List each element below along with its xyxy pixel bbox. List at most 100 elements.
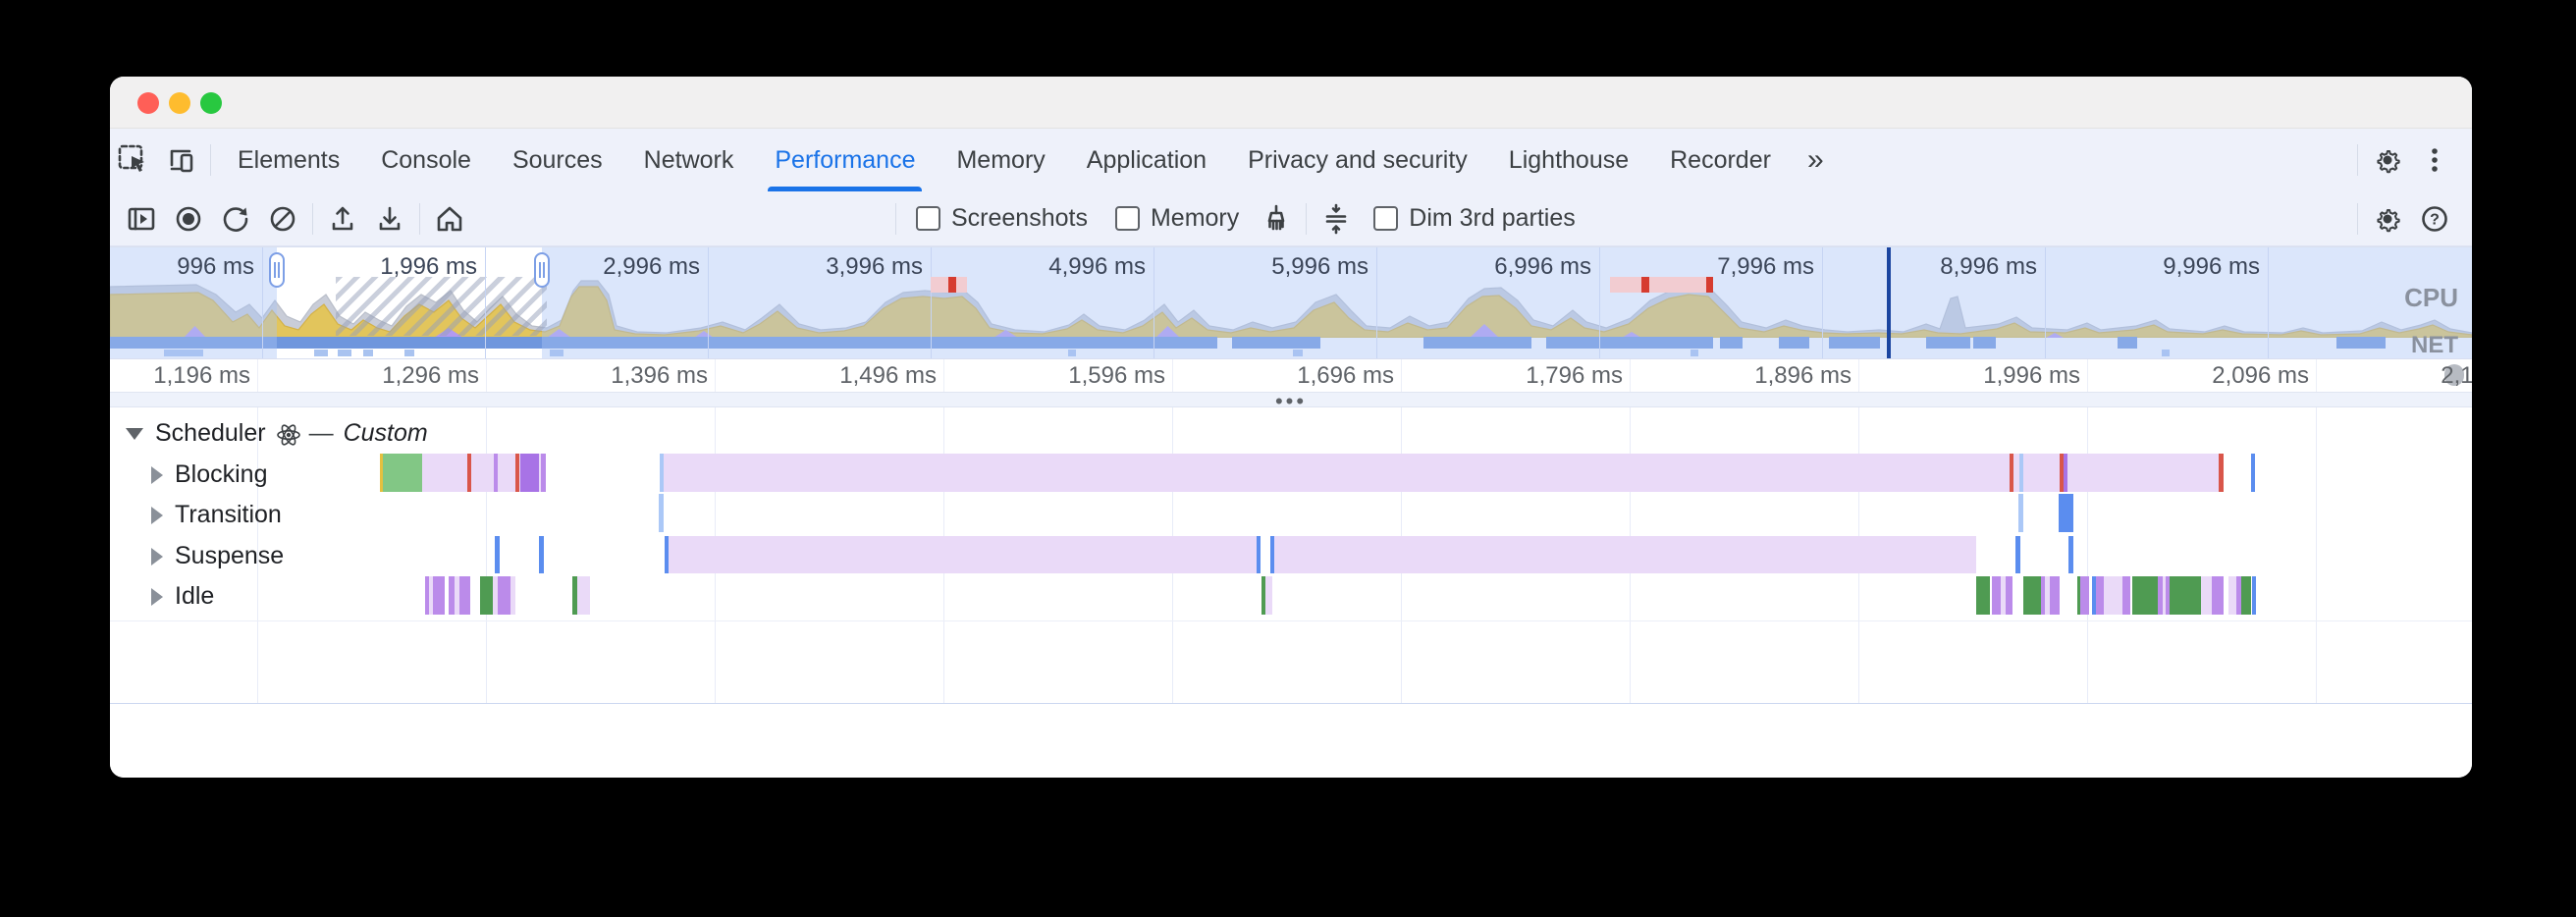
flame-event-suspense[interactable]	[664, 536, 1261, 573]
flame-event-idle[interactable]	[2241, 576, 2252, 615]
flame-event-blocking[interactable]	[2218, 454, 2224, 492]
flame-chart[interactable]: Scheduler — Custom Blocking Transition S…	[110, 407, 2472, 703]
flame-event-suspense[interactable]	[1270, 536, 1275, 573]
flame-event-suspense[interactable]	[2068, 536, 2074, 573]
flame-event-suspense[interactable]	[538, 536, 545, 573]
selection-drag-handle[interactable]	[269, 252, 285, 288]
flame-event-idle[interactable]	[2096, 576, 2105, 615]
flame-event-blocking[interactable]	[519, 454, 539, 492]
flame-event-transition[interactable]	[2058, 494, 2074, 532]
flame-event-idle[interactable]	[492, 576, 498, 615]
flame-event-idle[interactable]	[2252, 576, 2257, 615]
flame-event-idle[interactable]	[2092, 576, 2097, 615]
tab-application[interactable]: Application	[1086, 145, 1208, 174]
expand-triangle-icon[interactable]	[151, 465, 163, 484]
flame-event-blocking[interactable]	[2250, 454, 2256, 492]
flame-event-idle[interactable]	[2077, 576, 2081, 615]
collapse-triangle-icon[interactable]	[126, 427, 143, 440]
flame-event-idle[interactable]	[449, 576, 456, 615]
record-and-reload-icon[interactable]	[212, 195, 259, 243]
capture-settings-gear-icon[interactable]	[2364, 195, 2411, 243]
flame-event-idle[interactable]	[2122, 576, 2131, 615]
flame-event-blocking[interactable]	[2063, 454, 2068, 492]
flame-event-idle[interactable]	[458, 576, 470, 615]
flame-event-idle[interactable]	[1264, 576, 1272, 615]
tab-sources[interactable]: Sources	[511, 145, 603, 174]
flame-event-blocking[interactable]	[660, 454, 2223, 492]
flame-event-idle[interactable]	[1261, 576, 1265, 615]
flame-event-idle[interactable]	[479, 576, 493, 615]
screenshots-checkbox[interactable]: Screenshots	[916, 204, 1088, 233]
flame-event-idle[interactable]	[455, 576, 459, 615]
track-row-suspense[interactable]	[110, 536, 2472, 573]
flame-event-idle[interactable]	[576, 576, 590, 615]
flame-event-blocking[interactable]	[2060, 454, 2064, 492]
flame-event-idle[interactable]	[2201, 576, 2213, 615]
track-label-suspense[interactable]: Suspense	[151, 542, 284, 570]
flame-event-blocking[interactable]	[660, 454, 664, 492]
zoom-window-button[interactable]	[200, 92, 222, 114]
help-icon[interactable]: ?	[2411, 195, 2458, 243]
tab-network[interactable]: Network	[643, 145, 734, 174]
live-metrics-home-icon[interactable]	[426, 195, 473, 243]
playhead-cursor[interactable]	[1887, 247, 1891, 358]
flame-event-idle[interactable]	[2104, 576, 2123, 615]
flame-event-suspense[interactable]	[1257, 536, 1261, 573]
track-label-transition[interactable]: Transition	[151, 501, 282, 529]
close-window-button[interactable]	[137, 92, 159, 114]
flame-event-idle[interactable]	[2228, 576, 2237, 615]
flame-event-idle[interactable]	[2132, 576, 2159, 615]
selection-drag-handle[interactable]	[534, 252, 550, 288]
flame-event-idle[interactable]	[2158, 576, 2164, 615]
window-titlebar[interactable]	[110, 77, 2472, 129]
expand-triangle-icon[interactable]	[151, 506, 163, 524]
flame-event-blocking[interactable]	[540, 454, 546, 492]
settings-gear-icon[interactable]	[2364, 136, 2411, 184]
tab-elements[interactable]: Elements	[238, 145, 341, 174]
flame-event-blocking[interactable]	[383, 454, 422, 492]
flame-event-transition[interactable]	[658, 494, 664, 532]
flame-event-blocking[interactable]	[2019, 454, 2023, 492]
flame-event-suspense[interactable]	[2014, 536, 2020, 573]
flame-event-idle[interactable]	[571, 576, 577, 615]
flame-event-blocking[interactable]	[2009, 454, 2014, 492]
minimize-window-button[interactable]	[169, 92, 190, 114]
track-row-idle[interactable]	[110, 576, 2472, 615]
flame-event-idle[interactable]	[425, 576, 429, 615]
tab-console[interactable]: Console	[381, 145, 471, 174]
flame-event-suspense[interactable]	[494, 536, 500, 573]
track-label-idle[interactable]: Idle	[151, 582, 214, 611]
flame-event-idle[interactable]	[2050, 576, 2061, 615]
upload-profile-icon[interactable]	[319, 195, 366, 243]
more-tabs-icon[interactable]: »	[1806, 143, 1824, 176]
track-row-transition[interactable]	[110, 494, 2472, 532]
memory-checkbox[interactable]: Memory	[1114, 204, 1239, 233]
tab-lighthouse[interactable]: Lighthouse	[1508, 145, 1630, 174]
flame-event-idle[interactable]	[2166, 576, 2171, 615]
flame-event-idle[interactable]	[2170, 576, 2202, 615]
inspect-element-icon[interactable]	[110, 136, 157, 184]
flame-event-suspense[interactable]	[664, 536, 669, 573]
tab-recorder[interactable]: Recorder	[1670, 145, 1771, 174]
flame-event-idle[interactable]	[2000, 576, 2007, 615]
panel-resize-divider[interactable]: •••	[110, 389, 2472, 413]
checkbox-box[interactable]	[1114, 206, 1140, 231]
track-label-blocking[interactable]: Blocking	[151, 460, 268, 489]
flame-event-idle[interactable]	[428, 576, 433, 615]
record-icon[interactable]	[165, 195, 212, 243]
flame-event-idle[interactable]	[2045, 576, 2051, 615]
flame-event-idle[interactable]	[510, 576, 515, 615]
checkbox-box[interactable]	[1373, 206, 1399, 231]
flame-event-transition[interactable]	[2018, 494, 2023, 532]
flame-event-idle[interactable]	[2163, 576, 2167, 615]
flame-event-idle[interactable]	[2041, 576, 2046, 615]
collect-garbage-icon[interactable]	[1253, 195, 1300, 243]
kebab-menu-icon[interactable]	[2411, 136, 2458, 184]
flame-event-idle[interactable]	[2023, 576, 2042, 615]
flame-event-blocking[interactable]	[494, 454, 498, 492]
flame-event-idle[interactable]	[2080, 576, 2090, 615]
flame-event-idle[interactable]	[1992, 576, 2001, 615]
flame-event-blocking[interactable]	[379, 454, 384, 492]
toggle-sidebar-icon[interactable]	[118, 195, 165, 243]
